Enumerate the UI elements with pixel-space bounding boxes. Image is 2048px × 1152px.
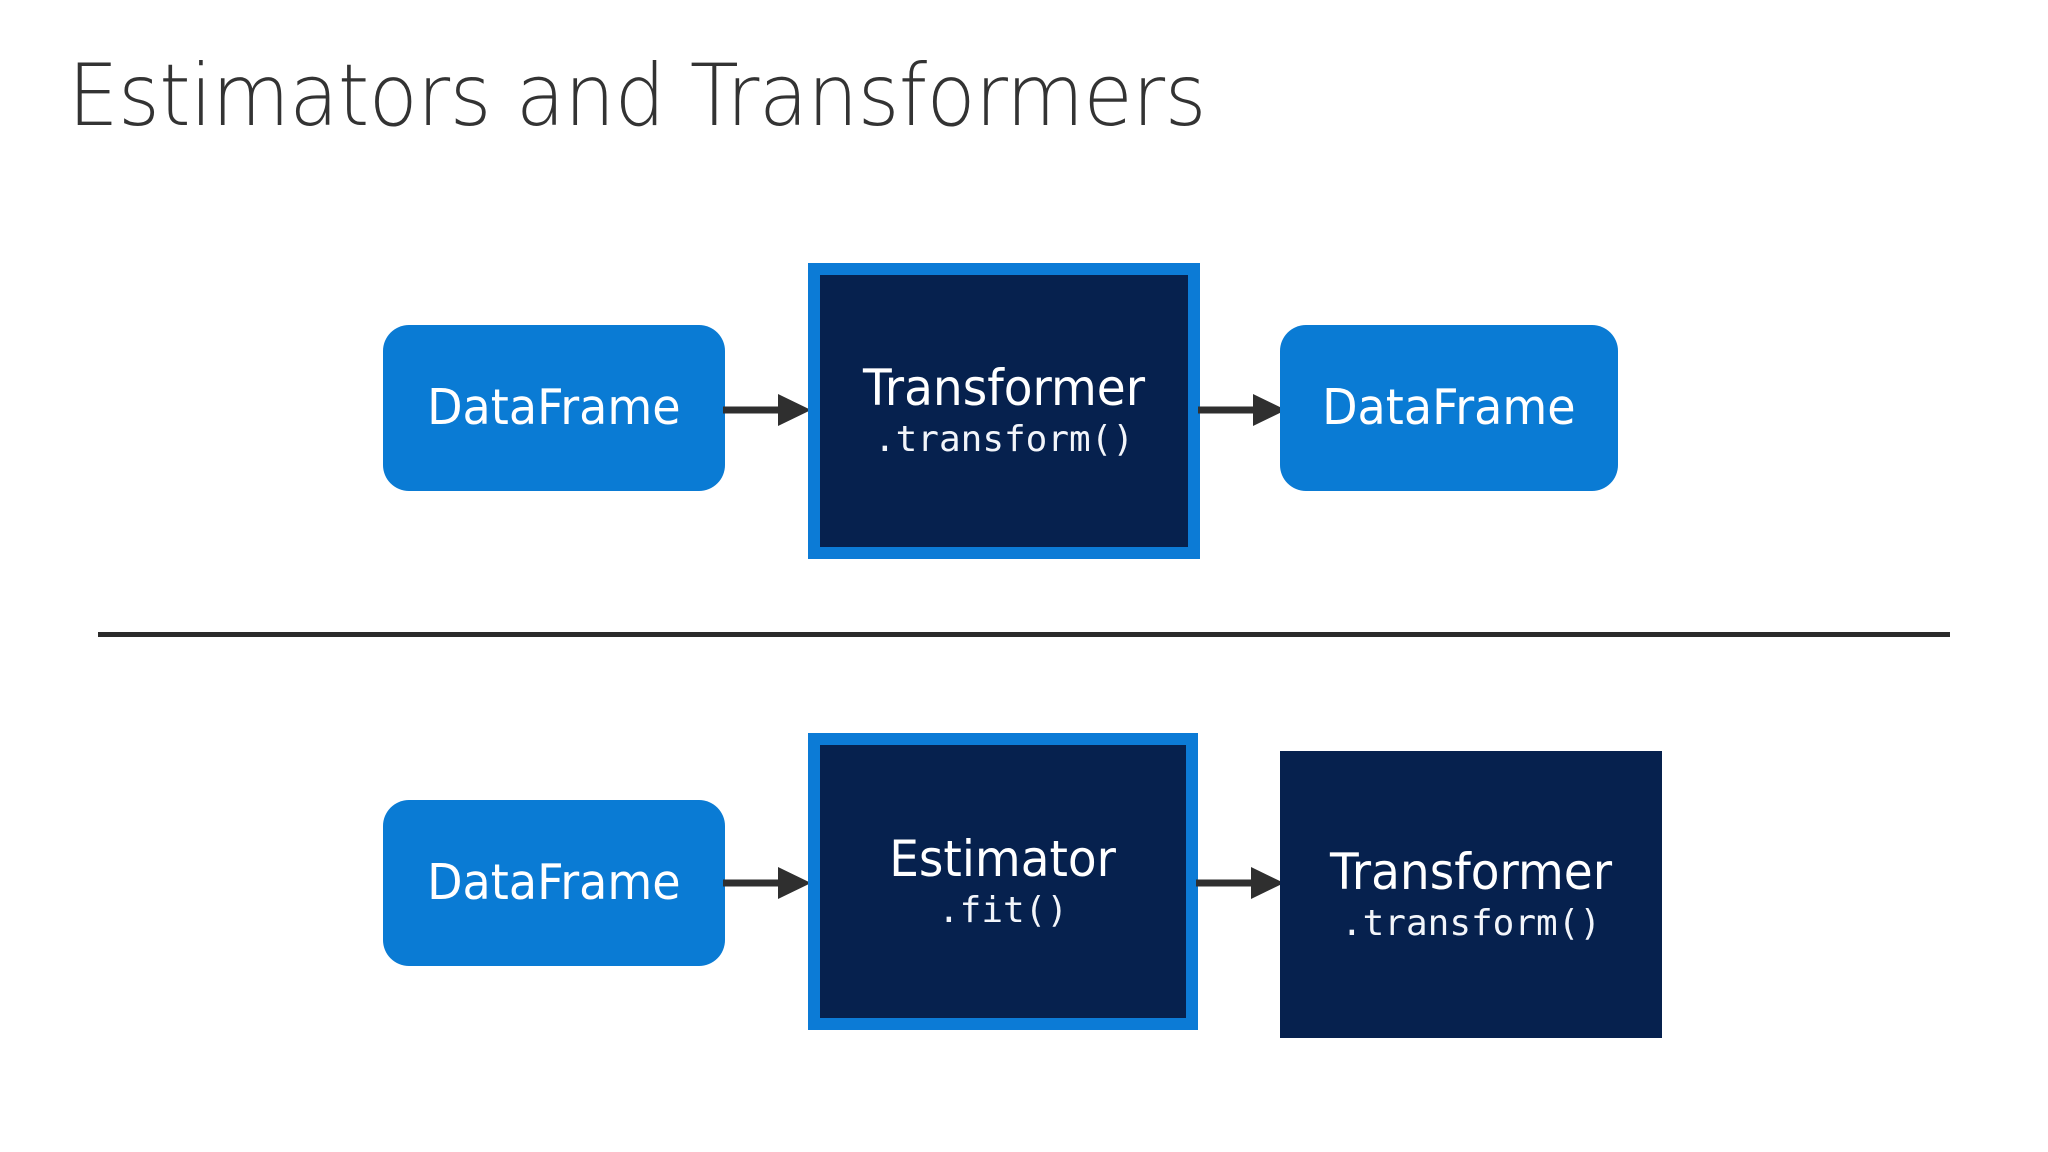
node-label: DataFrame [1322,379,1576,436]
node-label: Transformer [862,359,1146,417]
node-method-label: .transform() [1340,902,1602,944]
node-label: Estimator [889,829,1117,888]
node-label: Transformer [1329,842,1613,901]
node-row2-transformer[interactable]: Transformer .transform() [1280,751,1662,1038]
row1-arrow-2 [1198,394,1286,426]
node-row1-input-dataframe[interactable]: DataFrame [383,325,725,491]
node-method-label: .transform() [873,419,1135,460]
node-label: DataFrame [427,379,681,436]
node-label: DataFrame [427,854,681,911]
row2-arrow-1 [723,867,811,899]
node-method-label: .fit() [937,889,1069,931]
section-divider [98,632,1950,637]
row1-arrow-1 [723,394,811,426]
page-title: Estimators and Transformers [68,46,1206,146]
row2-arrow-2 [1196,867,1284,899]
node-row2-estimator[interactable]: Estimator .fit() [808,733,1198,1030]
node-row2-input-dataframe[interactable]: DataFrame [383,800,725,966]
node-row1-output-dataframe[interactable]: DataFrame [1280,325,1618,491]
node-row1-transformer[interactable]: Transformer .transform() [808,263,1200,559]
